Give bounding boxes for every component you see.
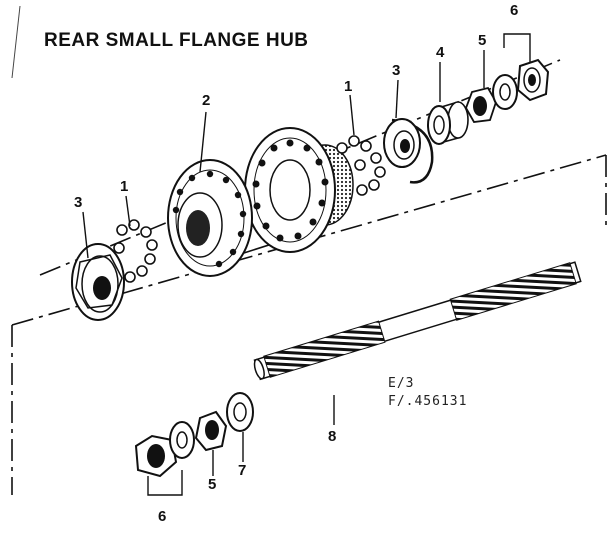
part-code-line-1: E/3 <box>388 376 415 391</box>
callout-1-left: 1 <box>120 178 129 195</box>
left-bearing-balls <box>113 219 158 283</box>
left-locknut <box>194 410 228 452</box>
right-washer <box>492 74 518 110</box>
callout-3-right: 3 <box>392 62 401 79</box>
right-bearing-balls <box>336 135 386 196</box>
spacer <box>427 100 469 145</box>
callout-5-right: 5 <box>478 32 487 49</box>
callout-1-right: 1 <box>344 78 353 95</box>
lock-washer <box>226 392 254 432</box>
callout-2: 2 <box>202 92 211 109</box>
callout-6-right: 6 <box>510 2 519 19</box>
right-locknut <box>465 86 497 123</box>
margin-line <box>11 5 21 79</box>
left-washer <box>169 421 195 459</box>
left-cone <box>71 243 125 321</box>
callout-6-left: 6 <box>158 508 167 525</box>
callout-5-left: 5 <box>208 476 217 493</box>
left-axle-nut <box>134 434 178 478</box>
callout-7: 7 <box>238 462 247 479</box>
leader-lines <box>82 33 531 496</box>
diagram-title: REAR SMALL FLANGE HUB <box>44 30 309 51</box>
part-code-line-2: F/.456131 <box>388 394 468 409</box>
callout-3-left: 3 <box>74 194 83 211</box>
right-cone <box>383 118 434 184</box>
right-axle-nut <box>516 58 550 102</box>
hub-shell <box>167 127 354 277</box>
callout-8: 8 <box>328 428 337 445</box>
callout-4: 4 <box>436 44 445 61</box>
axle <box>253 261 582 381</box>
